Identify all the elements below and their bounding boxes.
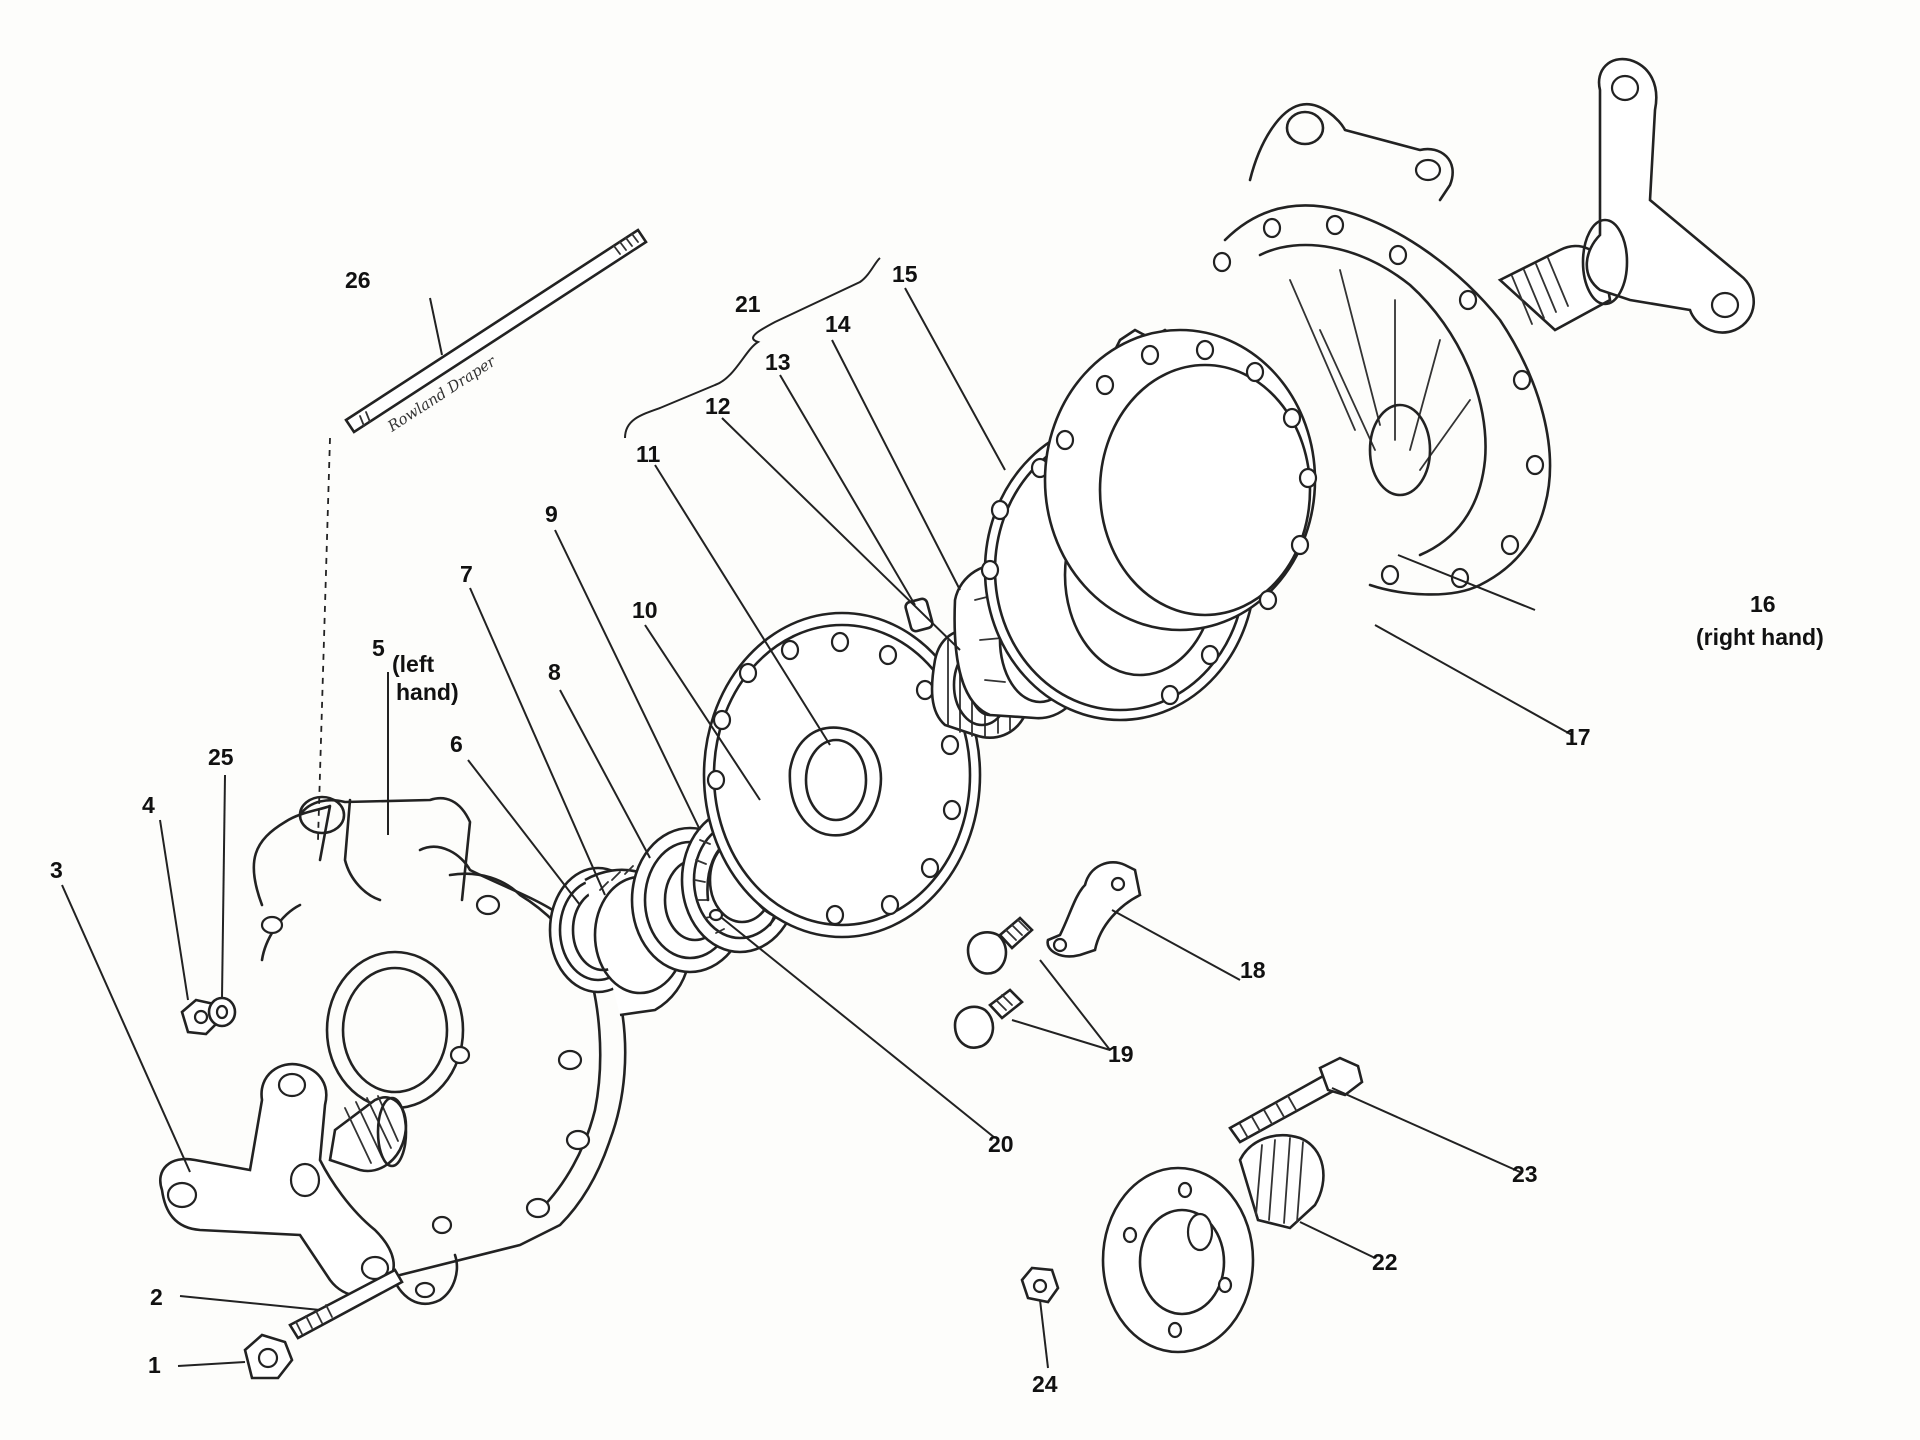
callout-5-left: (left — [392, 651, 435, 677]
callout-5: 5 — [372, 635, 385, 661]
callout-19: 19 — [1108, 1041, 1134, 1067]
output-flange-22 — [1101, 1133, 1325, 1354]
left-drive-flange — [159, 1062, 408, 1297]
callout-labels: 1 2 3 4 5 (left hand) 6 7 8 9 10 11 12 1… — [50, 261, 1824, 1397]
washer-25 — [207, 996, 237, 1028]
lock-plate-18 — [1046, 861, 1142, 958]
hex-nut-1 — [243, 1333, 294, 1380]
callout-4: 4 — [142, 792, 155, 818]
callout-16-right-hand: (right hand) — [1696, 624, 1824, 650]
callout-11: 11 — [636, 441, 661, 467]
bolt-23 — [1228, 1056, 1364, 1144]
callout-16: 16 — [1750, 591, 1776, 617]
differential-cage-11 — [702, 611, 982, 939]
callout-8: 8 — [548, 659, 561, 685]
bolt-19a — [966, 916, 1034, 975]
callout-15: 15 — [892, 261, 918, 287]
pin-13 — [904, 597, 934, 633]
callout-7: 7 — [460, 561, 473, 587]
callout-24: 24 — [1032, 1371, 1058, 1397]
special-tool-rod: Rowland Draper — [317, 228, 648, 841]
callout-10: 10 — [632, 597, 658, 623]
callout-25: 25 — [208, 744, 234, 770]
bolt-19b — [953, 988, 1024, 1049]
callout-22: 22 — [1372, 1249, 1398, 1275]
callout-5-hand: hand) — [396, 679, 459, 705]
stud-bolt — [288, 1268, 404, 1340]
callout-13: 13 — [765, 349, 791, 375]
callout-3: 3 — [50, 857, 63, 883]
crown-wheel-17 — [1043, 328, 1318, 632]
group-21-bracket — [624, 257, 881, 439]
callout-6: 6 — [450, 731, 463, 757]
callout-2: 2 — [150, 1284, 163, 1310]
callout-18: 18 — [1240, 957, 1266, 983]
leader-lines — [61, 287, 1573, 1369]
callout-12: 12 — [705, 393, 731, 419]
callout-1: 1 — [148, 1352, 161, 1378]
callout-26: 26 — [345, 267, 371, 293]
right-drive-flange — [1497, 57, 1756, 334]
callout-23: 23 — [1512, 1161, 1538, 1187]
left-carrier-housing — [252, 795, 627, 1306]
nut-24 — [1020, 1266, 1060, 1304]
callout-14: 14 — [825, 311, 851, 337]
callout-9: 9 — [545, 501, 558, 527]
callout-17: 17 — [1565, 724, 1591, 750]
callout-21: 21 — [735, 291, 761, 317]
callout-20: 20 — [988, 1131, 1014, 1157]
